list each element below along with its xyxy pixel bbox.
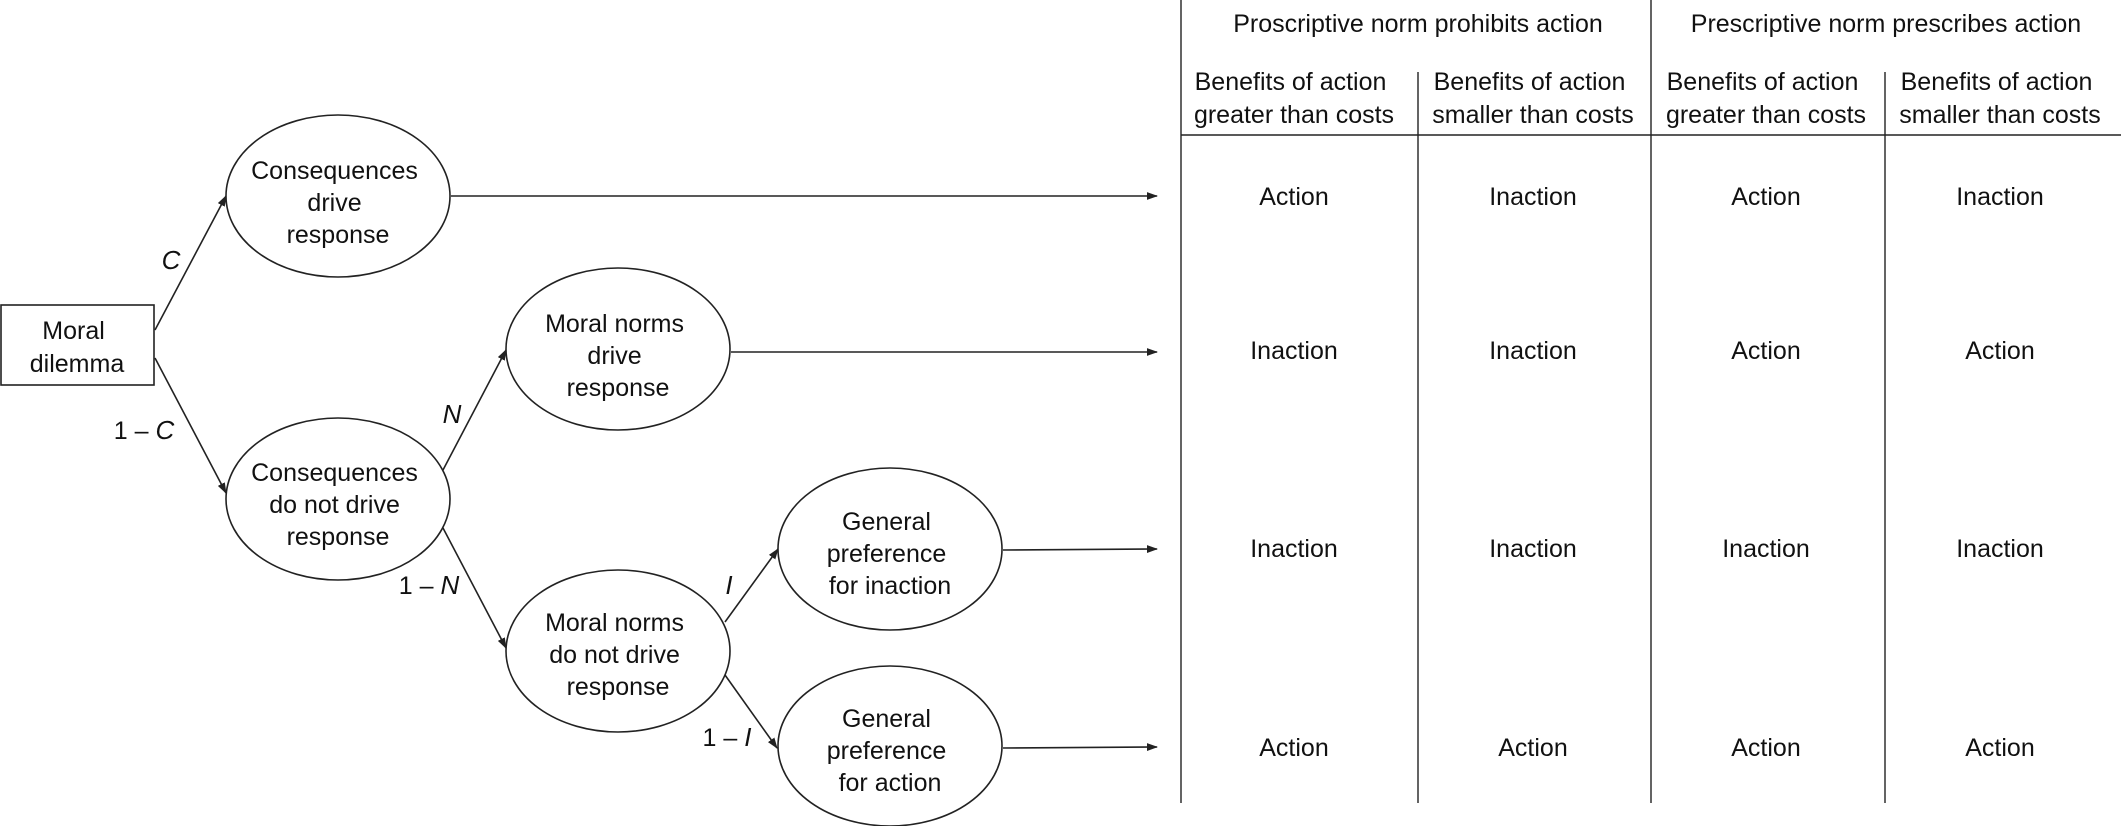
node-label-line: drive xyxy=(307,189,361,217)
table-cell: Inaction xyxy=(1956,535,2044,563)
label-c: C xyxy=(162,245,181,275)
node-shape xyxy=(777,467,1003,631)
arrow-row-4 xyxy=(1002,743,1159,751)
node-preference-action: General preference for action xyxy=(777,665,1003,826)
node-label: Consequences drive response xyxy=(251,157,425,249)
node-shape xyxy=(505,267,731,431)
node-label-line: for action xyxy=(839,769,942,797)
table-cell: Action xyxy=(1259,734,1328,762)
column-header-line: smaller than costs xyxy=(1432,101,1633,129)
node-label: General preference for action xyxy=(827,705,953,797)
node-label-line: Consequences xyxy=(251,459,418,487)
node-label: General preference for inaction xyxy=(827,508,953,600)
node-label-line: drive xyxy=(587,342,641,370)
root-label-line-2: dilemma xyxy=(30,350,125,378)
label-prefix: 1 – xyxy=(703,724,745,752)
arrow-row-3 xyxy=(1002,545,1159,553)
label-variable: I xyxy=(725,570,732,600)
node-label-line: response xyxy=(567,374,670,402)
edge-1-minus-i xyxy=(724,674,778,749)
column-header-line: smaller than costs xyxy=(1899,101,2100,129)
edge-1-minus-n xyxy=(442,527,507,649)
node-norms-drive: Moral norms drive response xyxy=(505,267,731,431)
column-header: Benefits of action smaller than costs xyxy=(1899,68,2100,129)
table-cell: Inaction xyxy=(1489,337,1577,365)
edge-n xyxy=(442,349,507,471)
column-header: Benefits of action smaller than costs xyxy=(1432,68,1633,129)
node-label-line: preference xyxy=(827,737,947,765)
label-variable: C xyxy=(155,415,174,445)
table-cell: Inaction xyxy=(1250,337,1338,365)
node-label-line: response xyxy=(567,673,670,701)
column-header: Benefits of action greater than costs xyxy=(1666,68,1866,129)
group-header-prescriptive: Prescriptive norm prescribes action xyxy=(1691,10,2081,38)
outcome-table: Proscriptive norm prohibits action Presc… xyxy=(1180,0,2121,803)
node-preference-inaction: General preference for inaction xyxy=(777,467,1003,631)
group-header-proscriptive: Proscriptive norm prohibits action xyxy=(1233,10,1603,38)
edge-1-minus-c xyxy=(154,357,227,494)
table-cell: Action xyxy=(1498,734,1567,762)
node-label-line: General xyxy=(842,508,931,536)
label-1-minus-n: 1 – N xyxy=(399,570,460,600)
label-n: N xyxy=(443,399,462,429)
node-shape xyxy=(505,569,731,733)
root-node: Moral dilemma xyxy=(0,304,155,386)
table-cell: Inaction xyxy=(1489,183,1577,211)
table-cell: Action xyxy=(1259,183,1328,211)
table-cell: Action xyxy=(1731,337,1800,365)
column-header: Benefits of action greater than costs xyxy=(1194,68,1394,129)
label-variable: N xyxy=(443,399,462,429)
label-1-minus-c: 1 – C xyxy=(114,415,175,445)
label-1-minus-i: 1 – I xyxy=(703,722,752,752)
node-label: Moral norms drive response xyxy=(545,310,691,402)
node-shape xyxy=(225,114,451,278)
node-label: Consequences do not drive response xyxy=(251,459,425,551)
column-header-line: Benefits of action xyxy=(1901,68,2093,96)
root-label-line-1: Moral xyxy=(42,317,105,345)
label-variable: N xyxy=(440,570,459,600)
column-header-line: Benefits of action xyxy=(1195,68,1387,96)
label-prefix: 1 – xyxy=(399,572,441,600)
label-variable: C xyxy=(162,245,181,275)
node-label-line: do not drive xyxy=(269,491,400,519)
node-consequences-drive: Consequences drive response xyxy=(225,114,451,278)
edge-i xyxy=(724,548,779,623)
table-cell: Inaction xyxy=(1956,183,2044,211)
edge-c xyxy=(154,195,227,331)
node-label-line: General xyxy=(842,705,931,733)
column-header-line: Benefits of action xyxy=(1434,68,1626,96)
node-label-line: Moral norms xyxy=(545,609,684,637)
table-cell: Inaction xyxy=(1489,535,1577,563)
table-cell: Inaction xyxy=(1722,535,1810,563)
column-header-line: greater than costs xyxy=(1666,101,1866,129)
label-prefix: 1 – xyxy=(114,417,156,445)
node-label-line: Consequences xyxy=(251,157,418,185)
node-shape xyxy=(225,417,451,581)
table-cell: Inaction xyxy=(1250,535,1338,563)
node-label-line: Moral norms xyxy=(545,310,684,338)
column-header-line: greater than costs xyxy=(1194,101,1394,129)
node-label-line: preference xyxy=(827,540,947,568)
table-cell: Action xyxy=(1731,734,1800,762)
table-cell: Action xyxy=(1965,337,2034,365)
root-box xyxy=(0,304,155,386)
label-i: I xyxy=(725,570,732,600)
table-cell: Action xyxy=(1965,734,2034,762)
root-label: Moral dilemma xyxy=(30,317,125,378)
node-shape xyxy=(777,665,1003,826)
node-label-line: response xyxy=(287,221,390,249)
column-header-line: Benefits of action xyxy=(1667,68,1859,96)
table-cell: Action xyxy=(1731,183,1800,211)
tree-edges xyxy=(154,192,1159,751)
edge-labels: C 1 – C N 1 – N I 1 – I xyxy=(114,245,752,752)
node-label: Moral norms do not drive response xyxy=(545,609,691,701)
node-norms-not-drive: Moral norms do not drive response xyxy=(505,569,731,733)
node-label-line: response xyxy=(287,523,390,551)
node-label-line: do not drive xyxy=(549,641,680,669)
label-variable: I xyxy=(744,722,751,752)
node-consequences-not-drive: Consequences do not drive response xyxy=(225,417,451,581)
node-label-line: for inaction xyxy=(829,572,951,600)
